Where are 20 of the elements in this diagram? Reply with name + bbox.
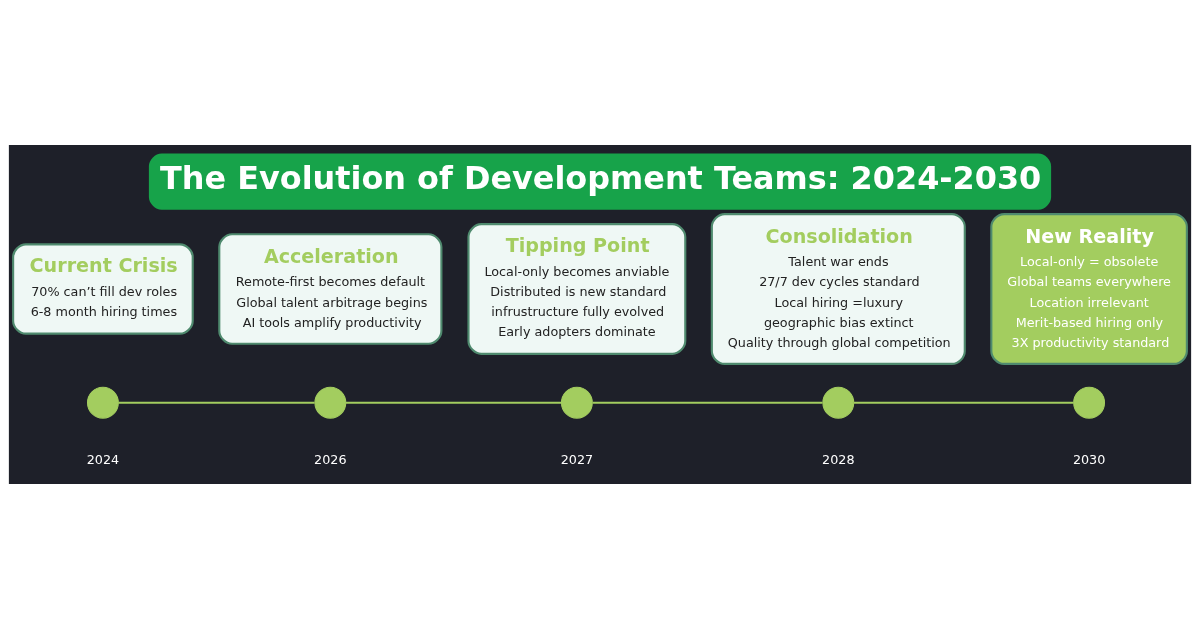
connector bbox=[118, 401, 315, 404]
node-box: Consolidation Talent war ends 27/7 dev cycles standard Local hiring =luxury geographic bias extinct Quality through global competition bbox=[710, 212, 966, 365]
connector bbox=[592, 401, 823, 404]
node-label: 2028 bbox=[822, 451, 855, 467]
node-label: 2024 bbox=[86, 451, 120, 467]
diagram-title: The Evolution of Development Teams: 2024-2030 bbox=[160, 158, 1042, 197]
node-circle bbox=[87, 386, 119, 419]
node-circle bbox=[560, 386, 593, 419]
node-label: 2030 bbox=[1072, 451, 1106, 467]
node-box: Acceleration Remote-first becomes default Global talent arbitrage begins AI tools amplify productivity bbox=[218, 232, 443, 345]
node-circle bbox=[314, 386, 347, 419]
node-label: 2027 bbox=[560, 451, 594, 467]
node-box: Tipping Point Local-only becomes anviable Distributed is new standard infrustructure fully evolved Early adopters dominate bbox=[467, 222, 687, 355]
node-label: 2026 bbox=[314, 451, 347, 467]
node-circle bbox=[822, 386, 855, 419]
connector bbox=[345, 401, 562, 404]
node-box: New Reality Local-only = obsolete Global teams everywhere Location irrelevant Merit-based hiring only 3X productivity standard bbox=[990, 212, 1188, 365]
node-box: Current Crisis 70% can’t fill dev roles 6-8 month hiring times bbox=[12, 242, 194, 335]
node-circle bbox=[1073, 386, 1106, 419]
connector bbox=[854, 401, 1074, 404]
